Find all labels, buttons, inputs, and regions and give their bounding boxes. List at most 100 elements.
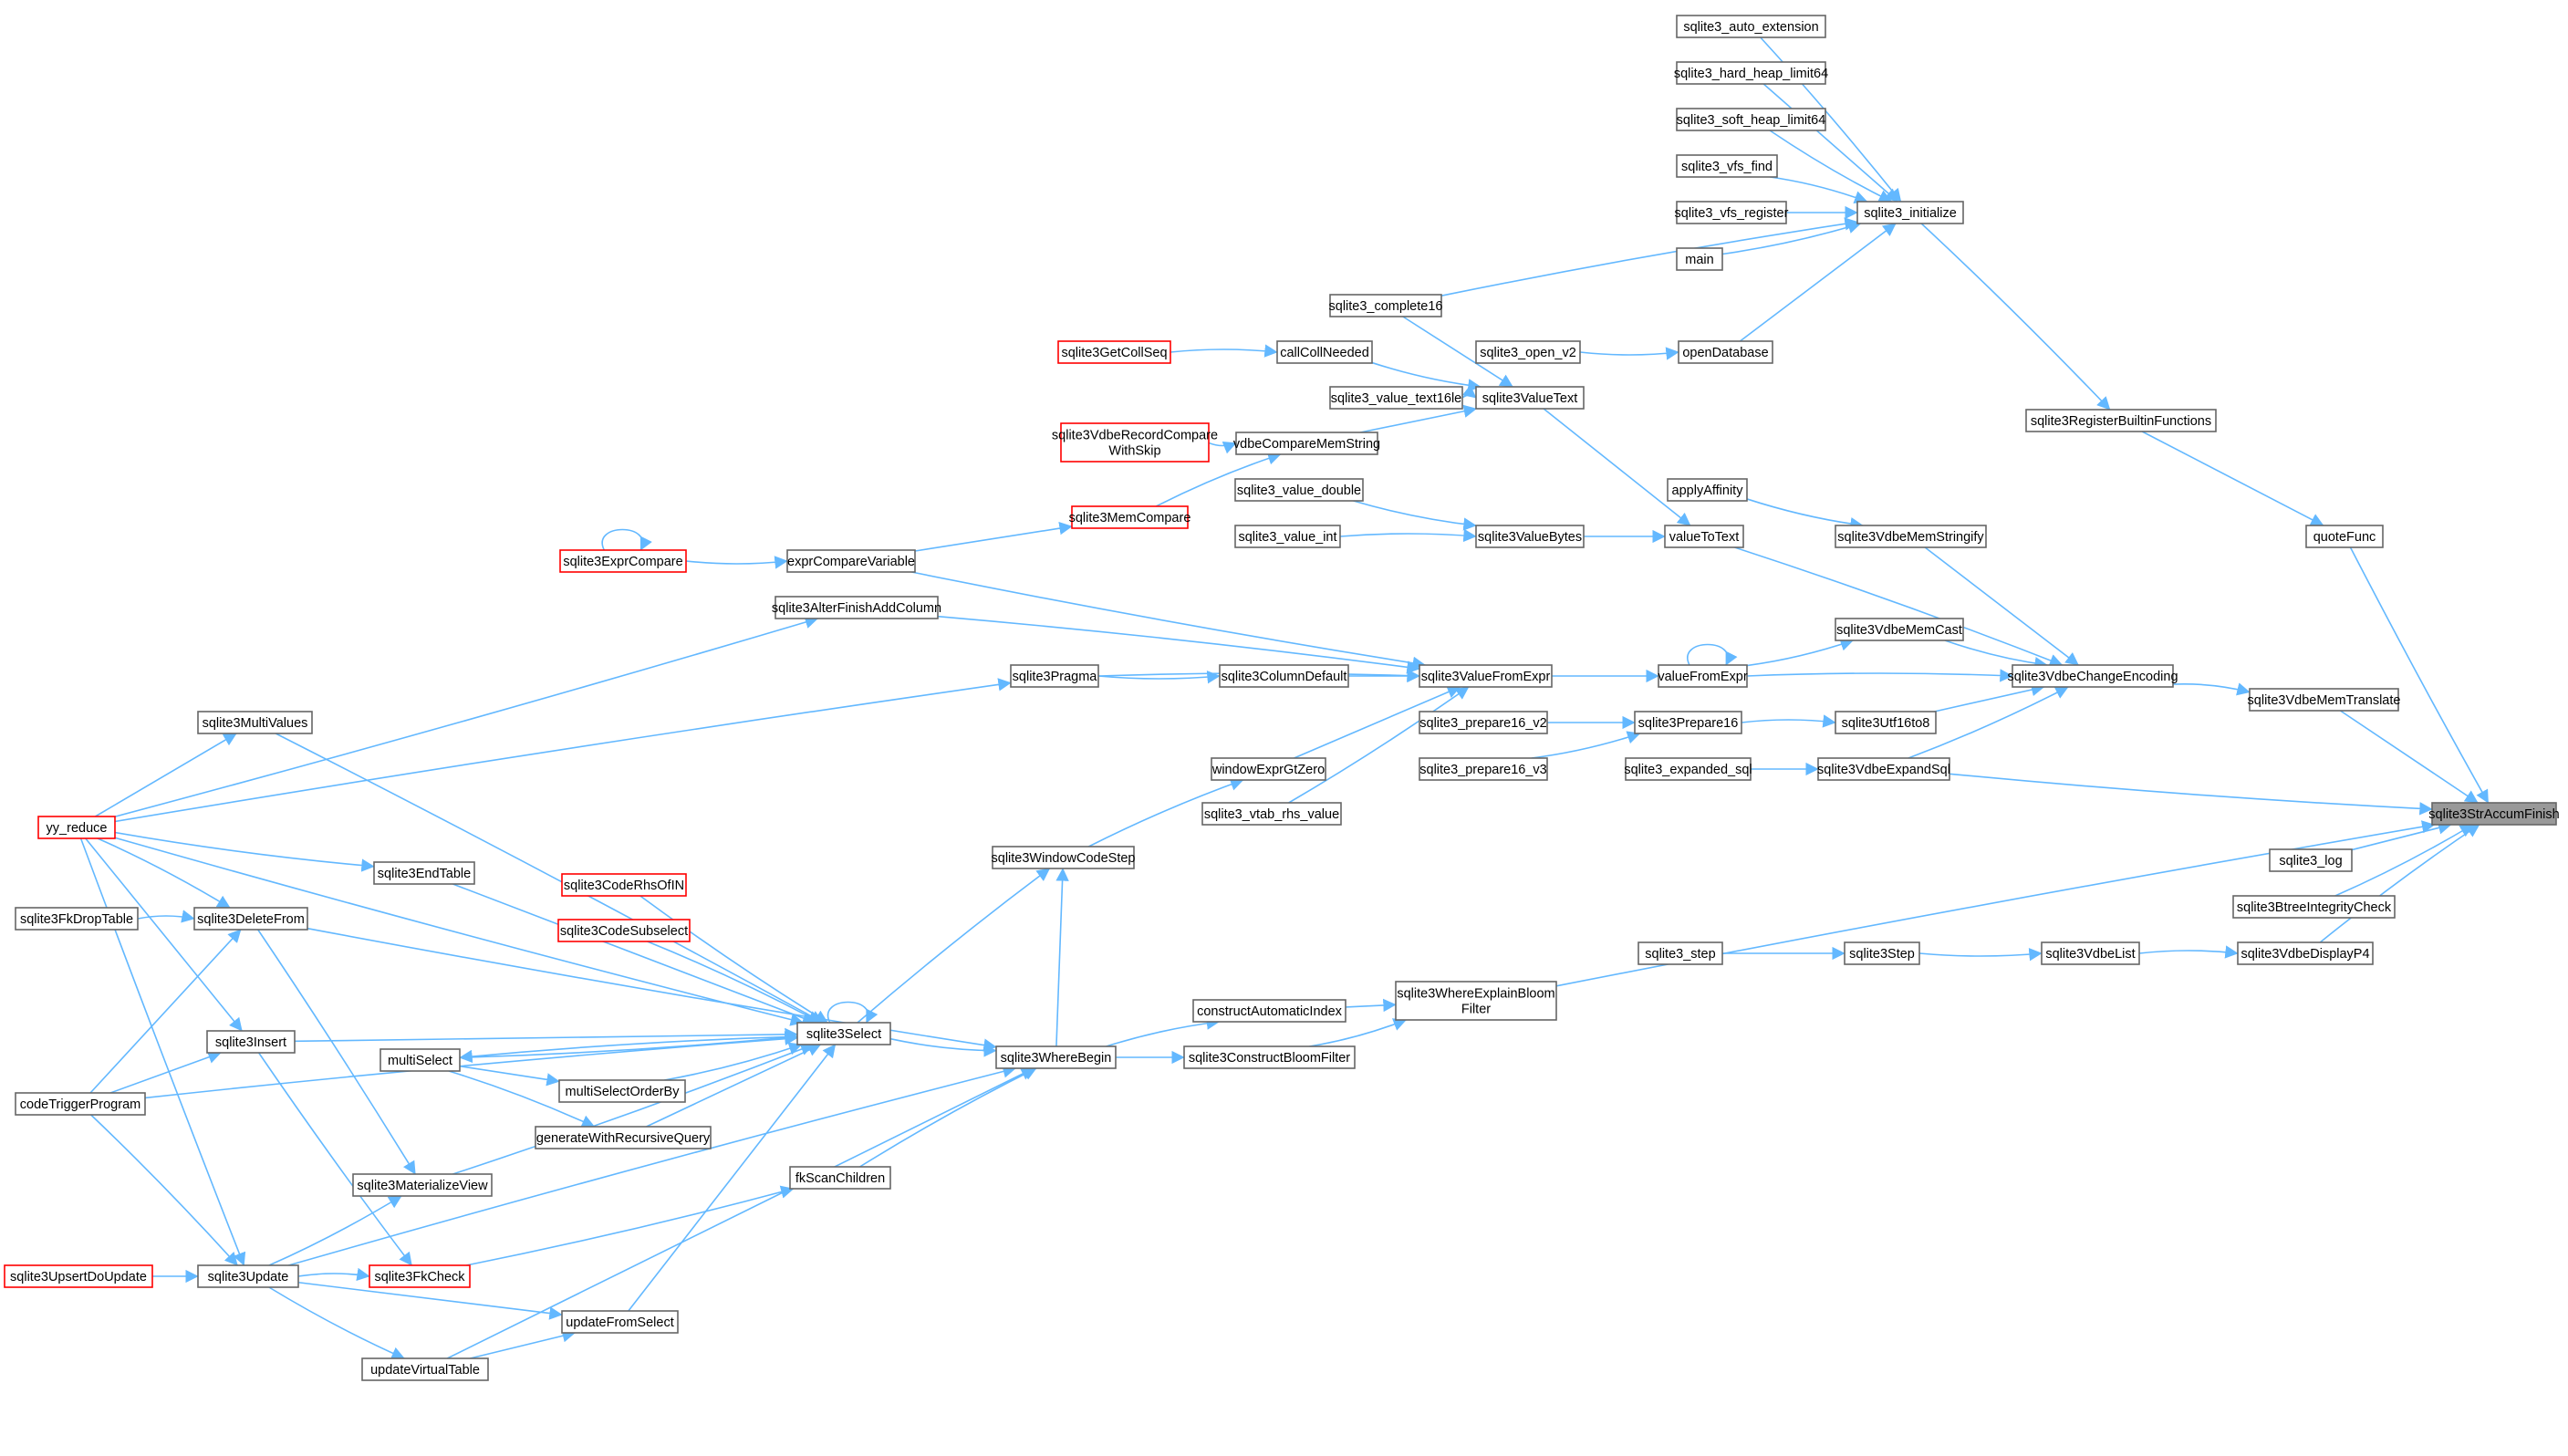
node-valueToText[interactable]: valueToText <box>1664 525 1744 548</box>
node-main[interactable]: main <box>1676 247 1723 271</box>
node-sqlite3_value_double[interactable]: sqlite3_value_double <box>1234 478 1364 502</box>
node-multiSelectOrderBy[interactable]: multiSelectOrderBy <box>558 1079 686 1103</box>
node-label: sqlite3VdbeMemTranslate <box>2248 693 2401 708</box>
node-sqlite3ValueBytes[interactable]: sqlite3ValueBytes <box>1475 525 1585 548</box>
node-sqlite3_log[interactable]: sqlite3_log <box>2269 848 2353 872</box>
node-sqlite3UpsertDoUpdate[interactable]: sqlite3UpsertDoUpdate <box>4 1264 153 1288</box>
node-sqlite3_hard_heap_limit64[interactable]: sqlite3_hard_heap_limit64 <box>1674 61 1828 85</box>
node-sqlite3VdbeMemCast[interactable]: sqlite3VdbeMemCast <box>1835 618 1964 641</box>
node-sqlite3BtreeIntegrityCheck[interactable]: sqlite3BtreeIntegrityCheck <box>2232 895 2396 919</box>
node-sqlite3ValueFromExpr[interactable]: sqlite3ValueFromExpr <box>1419 664 1553 688</box>
node-sqlite3VdbeDisplayP4[interactable]: sqlite3VdbeDisplayP4 <box>2237 941 2374 965</box>
node-box <box>789 1166 891 1190</box>
node-codeTriggerProgram[interactable]: codeTriggerProgram <box>15 1092 146 1116</box>
node-sqlite3Pragma[interactable]: sqlite3Pragma <box>1010 664 1099 688</box>
node-sqlite3_open_v2[interactable]: sqlite3_open_v2 <box>1475 340 1581 364</box>
node-sqlite3ExprCompare[interactable]: sqlite3ExprCompare <box>559 549 687 573</box>
node-label: sqlite3Insert <box>215 1035 286 1050</box>
node-sqlite3DeleteFrom[interactable]: sqlite3DeleteFrom <box>193 907 308 931</box>
node-quoteFunc[interactable]: quoteFunc <box>2305 525 2384 548</box>
node-sqlite3RegisterBuiltinFunctions[interactable]: sqlite3RegisterBuiltinFunctions <box>2025 409 2217 432</box>
node-sqlite3ValueText[interactable]: sqlite3ValueText <box>1475 386 1585 410</box>
node-windowExprGtZero[interactable]: windowExprGtZero <box>1211 757 1326 781</box>
node-box <box>1835 711 1937 734</box>
edge-sqlite3_vtab_rhs_value-to-sqlite3ValueFromExpr <box>1288 686 1470 804</box>
edge-sqlite3Select-to-sqlite3WindowCodeStep <box>857 868 1051 1024</box>
node-multiSelect[interactable]: multiSelect <box>379 1048 461 1072</box>
node-fkScanChildren[interactable]: fkScanChildren <box>789 1166 891 1190</box>
node-callCollNeeded[interactable]: callCollNeeded <box>1276 340 1373 364</box>
node-box <box>1419 757 1548 781</box>
node-sqlite3Prepare16[interactable]: sqlite3Prepare16 <box>1634 711 1742 734</box>
node-yy_reduce[interactable]: yy_reduce <box>37 816 116 839</box>
edge-sqlite3VdbeList-to-sqlite3VdbeDisplayP4 <box>2138 945 2239 959</box>
node-sqlite3GetCollSeq[interactable]: sqlite3GetCollSeq <box>1057 340 1171 364</box>
node-box <box>1658 664 1748 688</box>
node-box <box>1637 941 1723 965</box>
node-label: valueFromExpr <box>1658 670 1747 684</box>
node-sqlite3_vfs_register[interactable]: sqlite3_vfs_register <box>1675 201 1789 224</box>
node-sqlite3_value_int[interactable]: sqlite3_value_int <box>1234 525 1341 548</box>
node-sqlite3Utf16to8[interactable]: sqlite3Utf16to8 <box>1835 711 1937 734</box>
node-sqlite3VdbeChangeEncoding[interactable]: sqlite3VdbeChangeEncoding <box>2007 664 2178 688</box>
node-label: sqlite3_vfs_find <box>1681 160 1773 174</box>
node-sqlite3VdbeMemTranslate[interactable]: sqlite3VdbeMemTranslate <box>2248 688 2401 712</box>
node-sqlite3MaterializeView[interactable]: sqlite3MaterializeView <box>352 1173 493 1197</box>
node-label: sqlite3_value_double <box>1237 484 1361 498</box>
node-constructAutomaticIndex[interactable]: constructAutomaticIndex <box>1192 999 1346 1023</box>
node-valueFromExpr[interactable]: valueFromExpr <box>1658 664 1748 688</box>
node-sqlite3_complete16[interactable]: sqlite3_complete16 <box>1329 294 1443 317</box>
node-sqlite3Insert[interactable]: sqlite3Insert <box>206 1030 296 1054</box>
node-sqlite3ColumnDefault[interactable]: sqlite3ColumnDefault <box>1219 664 1349 688</box>
node-sqlite3_step[interactable]: sqlite3_step <box>1637 941 1723 965</box>
edge-sqlite3_log-to-sqlite3StrAccumFinish <box>2351 821 2452 851</box>
node-sqlite3VdbeList[interactable]: sqlite3VdbeList <box>2041 941 2140 965</box>
node-sqlite3ConstructBloomFilter[interactable]: sqlite3ConstructBloomFilter <box>1183 1045 1356 1069</box>
node-label: sqlite3BtreeIntegrityCheck <box>2237 900 2392 915</box>
node-updateVirtualTable[interactable]: updateVirtualTable <box>361 1357 489 1381</box>
node-box <box>2237 941 2374 965</box>
node-sqlite3VdbeExpandSql[interactable]: sqlite3VdbeExpandSql <box>1817 757 1950 781</box>
node-sqlite3Update[interactable]: sqlite3Update <box>197 1264 299 1288</box>
node-sqlite3CodeRhsOfIN[interactable]: sqlite3CodeRhsOfIN <box>561 873 687 897</box>
node-generateWithRecursiveQuery[interactable]: generateWithRecursiveQuery <box>535 1126 712 1149</box>
node-sqlite3_auto_extension[interactable]: sqlite3_auto_extension <box>1676 15 1826 38</box>
node-sqlite3EndTable[interactable]: sqlite3EndTable <box>373 861 475 885</box>
node-sqlite3_soft_heap_limit64[interactable]: sqlite3_soft_heap_limit64 <box>1676 108 1826 131</box>
node-sqlite3VdbeMemStringify[interactable]: sqlite3VdbeMemStringify <box>1835 525 1987 548</box>
node-exprCompareVariable[interactable]: exprCompareVariable <box>786 549 916 573</box>
node-box <box>1676 61 1826 85</box>
node-sqlite3WindowCodeStep[interactable]: sqlite3WindowCodeStep <box>992 846 1136 869</box>
node-applyAffinity[interactable]: applyAffinity <box>1667 478 1748 502</box>
node-sqlite3AlterFinishAddColumn[interactable]: sqlite3AlterFinishAddColumn <box>772 596 941 619</box>
node-sqlite3WhereBegin[interactable]: sqlite3WhereBegin <box>995 1045 1117 1069</box>
node-sqlite3FkDropTable[interactable]: sqlite3FkDropTable <box>15 907 139 931</box>
edge-sqlite3VdbeDisplayP4-to-sqlite3StrAccumFinish <box>2319 824 2480 943</box>
node-sqlite3FkCheck[interactable]: sqlite3FkCheck <box>369 1264 471 1288</box>
node-sqlite3StrAccumFinish[interactable]: sqlite3StrAccumFinish <box>2428 802 2560 826</box>
node-box <box>796 1022 891 1045</box>
node-box <box>1664 525 1744 548</box>
edge-sqlite3CodeRhsOfIN-to-sqlite3Select <box>639 895 828 1024</box>
node-sqlite3MultiValues[interactable]: sqlite3MultiValues <box>197 711 313 734</box>
edge-sqlite3GetCollSeq-to-callCollNeeded <box>1170 344 1278 358</box>
node-sqlite3_prepare16_v2[interactable]: sqlite3_prepare16_v2 <box>1419 711 1548 734</box>
node-sqlite3Step[interactable]: sqlite3Step <box>1844 941 1920 965</box>
node-openDatabase[interactable]: openDatabase <box>1678 340 1773 364</box>
node-label: sqlite3_value_text16le <box>1331 391 1462 406</box>
node-sqlite3_initialize[interactable]: sqlite3_initialize <box>1856 201 1964 224</box>
node-sqlite3_vfs_find[interactable]: sqlite3_vfs_find <box>1676 154 1778 178</box>
node-label: sqlite3Prepare16 <box>1638 716 1739 731</box>
node-updateFromSelect[interactable]: updateFromSelect <box>561 1310 679 1334</box>
node-sqlite3_prepare16_v3[interactable]: sqlite3_prepare16_v3 <box>1419 757 1548 781</box>
node-sqlite3Select[interactable]: sqlite3Select <box>796 1022 891 1045</box>
node-sqlite3_expanded_sql[interactable]: sqlite3_expanded_sql <box>1624 757 1752 781</box>
node-sqlite3_value_text16le[interactable]: sqlite3_value_text16le <box>1329 386 1463 410</box>
node-vdbeCompareMemString[interactable]: vdbeCompareMemString <box>1233 432 1380 455</box>
node-sqlite3MemCompare[interactable]: sqlite3MemCompare <box>1069 505 1191 529</box>
node-sqlite3CodeSubselect[interactable]: sqlite3CodeSubselect <box>557 919 691 942</box>
node-label: sqlite3Utf16to8 <box>1842 716 1930 731</box>
node-sqlite3_vtab_rhs_value[interactable]: sqlite3_vtab_rhs_value <box>1201 802 1342 826</box>
